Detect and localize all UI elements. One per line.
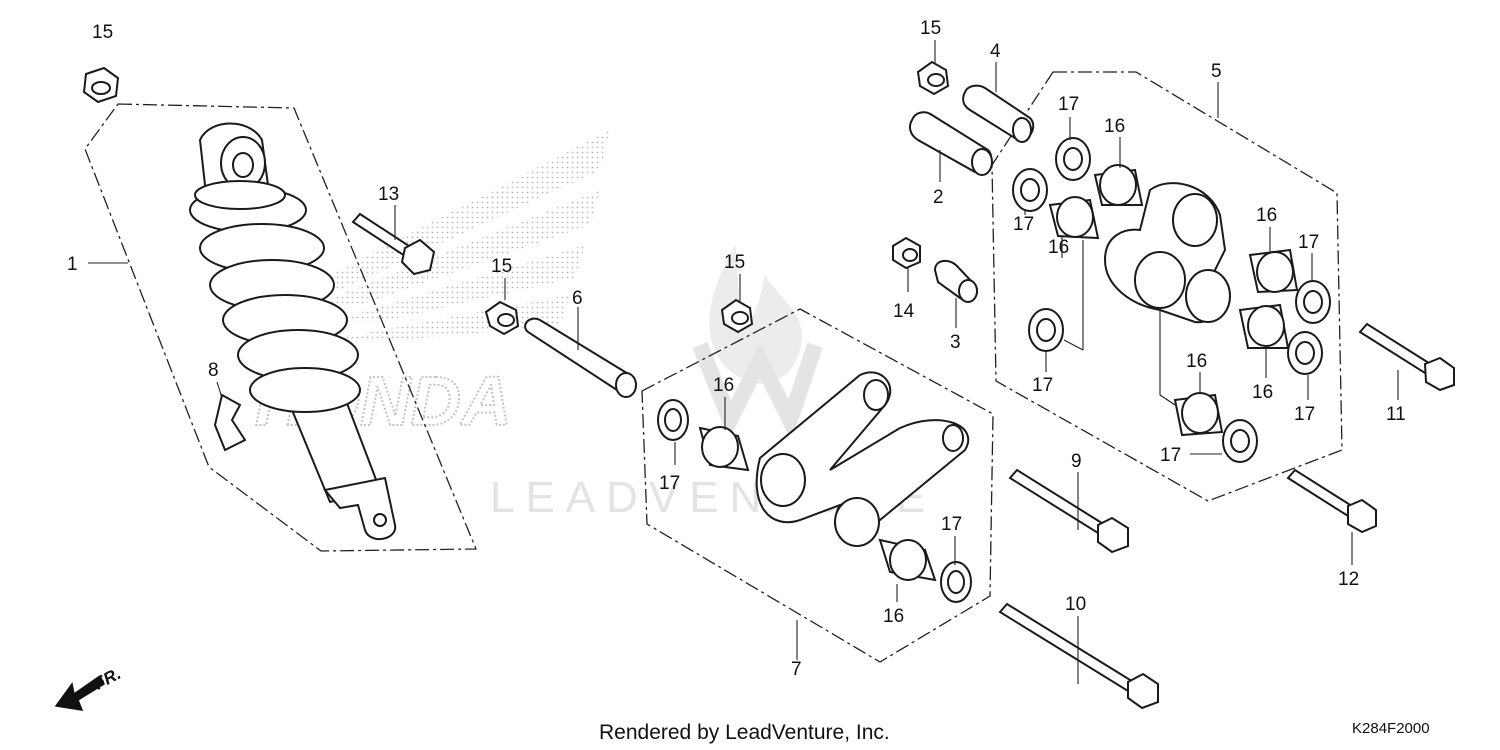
callout-13: 13 <box>378 184 399 205</box>
callout-17: 17 <box>1294 404 1315 425</box>
arrow-icon <box>54 674 105 711</box>
callout-7: 7 <box>791 659 802 680</box>
callout-17: 17 <box>1013 214 1034 235</box>
callout-16: 16 <box>713 375 734 396</box>
collars-2-4 <box>909 60 1035 176</box>
callout-15: 15 <box>920 18 941 39</box>
callout-10: 10 <box>1065 594 1086 615</box>
callout-8: 8 <box>208 360 219 381</box>
callout-16: 16 <box>1186 351 1207 372</box>
callout-14: 14 <box>893 301 915 322</box>
callout-6: 6 <box>572 288 583 309</box>
callout-17: 17 <box>1058 94 1079 115</box>
collar-3 <box>892 236 979 303</box>
callout-11: 11 <box>1386 404 1406 425</box>
bolt-13 <box>351 212 436 276</box>
callout-16: 16 <box>1048 237 1069 258</box>
callout-17: 17 <box>1298 232 1319 253</box>
flange-nut-icon <box>720 298 754 334</box>
bolt-10 <box>998 602 1159 710</box>
callout-17: 17 <box>1160 445 1181 466</box>
callout-17: 17 <box>1032 375 1053 396</box>
callout-16: 16 <box>1104 116 1125 137</box>
callout-16: 16 <box>1252 382 1273 403</box>
callout-1: 1 <box>67 254 78 275</box>
callout-16: 16 <box>883 606 904 627</box>
bolt-11 <box>1358 322 1455 392</box>
footer-credit: Rendered by LeadVenture, Inc. <box>599 721 890 744</box>
callout-5: 5 <box>1211 61 1222 82</box>
flange-nut-icon <box>82 66 120 104</box>
leader-lines <box>88 40 1399 684</box>
connecting-rod-assembly <box>657 371 972 603</box>
rear-shock-absorber <box>189 122 397 540</box>
shock-absorber-group-outline <box>84 103 477 552</box>
callout-2: 2 <box>933 187 944 208</box>
bolt-12 <box>1286 468 1377 534</box>
drawing-code: K284F2000 <box>1352 720 1430 737</box>
callout-15: 15 <box>92 22 113 43</box>
callout-16: 16 <box>1256 205 1277 226</box>
collar-6 <box>484 300 637 398</box>
seals-and-bearings <box>1012 137 1331 463</box>
callout-4: 4 <box>990 41 1001 62</box>
connecting-rod-group-outline <box>641 308 994 663</box>
leadventure-v-icon <box>692 342 823 441</box>
callout-12: 12 <box>1338 569 1359 590</box>
callout-15: 15 <box>724 252 745 273</box>
bolt-9 <box>1008 468 1129 554</box>
callout-17: 17 <box>941 514 962 535</box>
leadventure-flame-icon <box>709 245 802 384</box>
front-direction-arrow: FR. <box>54 664 124 711</box>
callout-labels: 15 1 8 13 15 6 15 16 17 7 15 4 2 17 17 1… <box>67 18 1406 680</box>
caution-label <box>213 393 247 452</box>
callout-17: 17 <box>659 473 680 494</box>
callout-15: 15 <box>491 256 512 277</box>
callout-9: 9 <box>1071 451 1082 472</box>
callout-3: 3 <box>950 332 961 353</box>
